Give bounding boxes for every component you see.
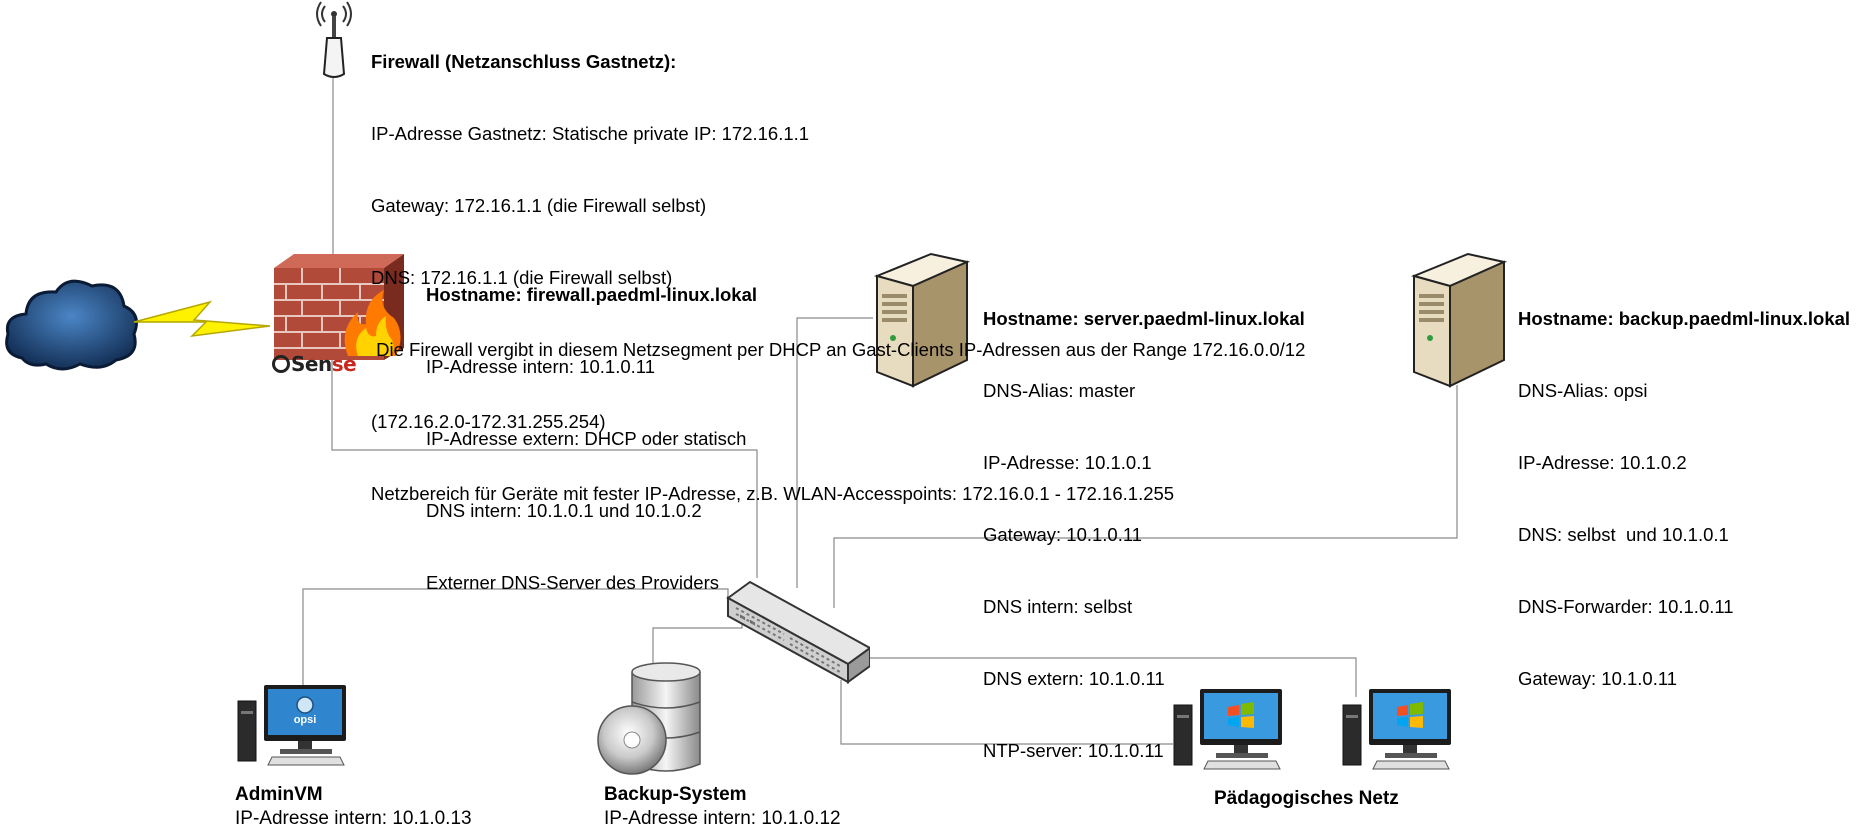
windows-logo-icon: [1397, 702, 1423, 728]
database-disc-icon: [597, 662, 701, 775]
firewall-info: Hostname: firewall.paedml-linux.lokal IP…: [426, 235, 757, 643]
info-line: DNS intern: selbst: [983, 596, 1133, 617]
firewall-hostname: Hostname: firewall.paedml-linux.lokal: [426, 284, 758, 305]
adminvm-title: AdminVM: [235, 784, 323, 805]
svg-text:opsi: opsi: [294, 714, 317, 726]
info-line: IP-Adresse intern: 10.1.0.11: [426, 356, 655, 377]
paedagogisches-netz-title: Pädagogisches Netz: [1214, 788, 1399, 809]
info-line: Gateway: 10.1.0.11: [1518, 668, 1678, 689]
backup-info: Hostname: backup.paedml-linux.lokal DNS-…: [1518, 259, 1850, 739]
adminvm-ip: IP-Adresse intern: 10.1.0.13: [235, 808, 472, 829]
info-line: DNS intern: 10.1.0.1 und 10.1.0.2: [426, 500, 702, 521]
pfsense-logo: Sense: [272, 352, 357, 376]
info-line: DNS: selbst und 10.1.0.1: [1518, 524, 1729, 545]
desktop-pc-icon: opsi: [237, 685, 346, 766]
firewall-guest-title: Firewall (Netzanschluss Gastnetz):: [371, 51, 677, 72]
desktop-pc-icon: [1342, 689, 1451, 770]
wire-adminvm-switch: [302, 588, 729, 688]
desktop-pc-icon: [1173, 689, 1282, 770]
gear-icon: [272, 355, 290, 373]
lightning-icon: [133, 300, 271, 338]
server-tower-icon: [873, 252, 971, 388]
info-line: Netzbereich für Geräte mit fester IP-Adr…: [371, 483, 1175, 504]
wire-firewall-switch: [331, 355, 758, 578]
info-line: IP-Adresse: 10.1.0.2: [1518, 452, 1687, 473]
info-line: DNS extern: 10.1.0.11: [983, 668, 1165, 689]
cloud-icon: [5, 279, 138, 371]
backup-system-ip: IP-Adresse intern: 10.1.0.12: [604, 808, 841, 829]
network-switch-icon: [726, 580, 870, 684]
info-line: NTP-server: 10.1.0.11: [983, 740, 1164, 761]
logo-text-accent: se: [331, 352, 357, 376]
opsi-logo-icon: opsi: [294, 696, 317, 726]
firewall-guest-info: Firewall (Netzanschluss Gastnetz): IP-Ad…: [371, 2, 1305, 554]
info-line: (172.16.2.0-172.31.255.254): [371, 411, 606, 432]
backup-hostname: Hostname: backup.paedml-linux.lokal: [1518, 308, 1851, 329]
firewall-icon: [274, 254, 404, 360]
wire-server-switch: [796, 317, 873, 588]
info-line: IP-Adresse: 10.1.0.1: [983, 452, 1152, 473]
info-line: DNS: 172.16.1.1 (die Firewall selbst): [371, 267, 673, 288]
antenna-icon: [316, 1, 352, 78]
server-hostname: Hostname: server.paedml-linux.lokal: [983, 308, 1305, 329]
info-line: IP-Adresse extern: DHCP oder statisch: [426, 428, 747, 449]
server-tower-icon: [1410, 252, 1508, 388]
info-line: DNS-Alias: opsi: [1518, 380, 1648, 401]
wire-switch-pc2: [869, 657, 1357, 697]
wire-switch-pc1: [840, 680, 1173, 745]
logo-text: Sen: [291, 352, 332, 376]
info-line: Gateway: 172.16.1.1 (die Firewall selbst…: [371, 195, 707, 216]
info-line: Die Firewall vergibt in diesem Netzsegme…: [371, 339, 1306, 360]
windows-logo-icon: [1228, 702, 1254, 728]
backup-system-title: Backup-System: [604, 784, 747, 805]
info-line: DNS-Forwarder: 10.1.0.11: [1518, 596, 1734, 617]
info-line: DNS-Alias: master: [983, 380, 1136, 401]
info-line: IP-Adresse Gastnetz: Statische private I…: [371, 123, 810, 144]
info-line: Gateway: 10.1.0.11: [983, 524, 1143, 545]
server-info: Hostname: server.paedml-linux.lokal DNS-…: [983, 259, 1305, 811]
info-line: Externer DNS-Server des Providers: [426, 572, 720, 593]
wire-backup-switch: [833, 385, 1458, 608]
